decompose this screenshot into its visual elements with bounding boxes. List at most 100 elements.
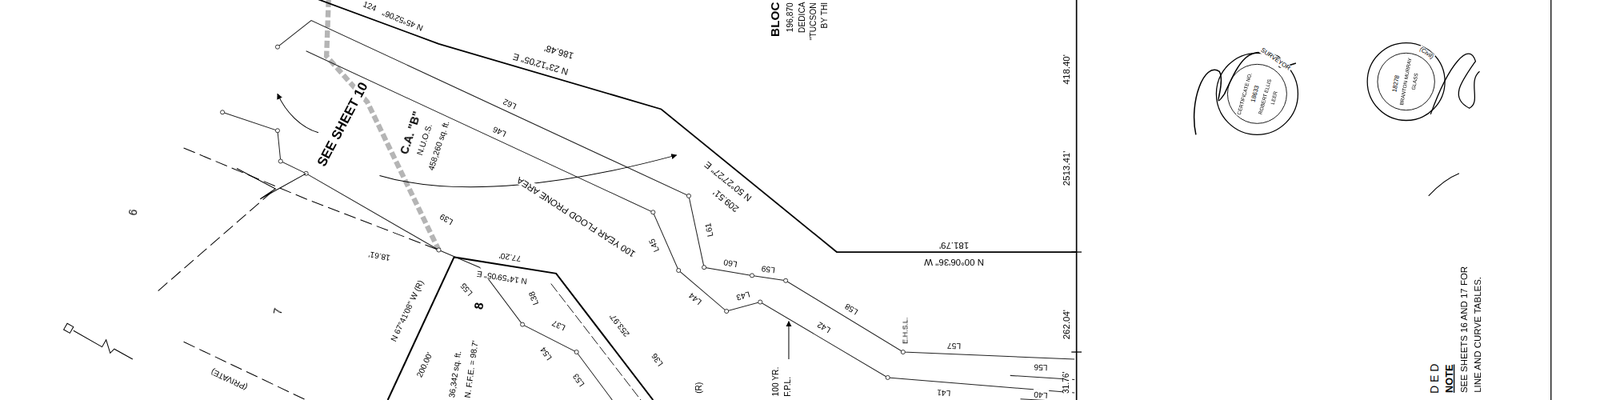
plat-label: L38 <box>528 288 542 307</box>
plat-label: L40 <box>1032 388 1049 400</box>
vertex <box>275 128 280 133</box>
plat-label: 200.00' <box>415 350 436 380</box>
plat-label: 8 <box>472 300 487 312</box>
plat-label: 100 YR. <box>772 365 781 397</box>
plat-label: "TUCSON <box>809 1 819 41</box>
vertex <box>676 268 681 272</box>
plat-label: BLOC <box>768 0 783 38</box>
signature <box>1430 53 1480 115</box>
flood-plain-line <box>1020 399 1076 400</box>
plat-label: N 00°06'36" W <box>923 256 985 267</box>
plat-label: 31.76' <box>1063 370 1072 395</box>
plat-label: L43 <box>734 288 752 302</box>
lot-line <box>388 256 654 400</box>
vertex <box>275 44 280 49</box>
plat-label: L55 <box>459 280 476 298</box>
easement-line <box>551 284 641 400</box>
vertex <box>651 210 656 215</box>
plat-label: L36 <box>649 350 666 368</box>
plat-label: L57 <box>946 340 963 350</box>
vertex <box>520 322 525 327</box>
plat-label: 418.40' <box>1062 53 1073 86</box>
plat-label: 6 <box>125 207 140 218</box>
plat-label: L54 <box>538 344 555 362</box>
plat-label: ROBERT ELLIS <box>1257 77 1273 116</box>
plat-label: LEER <box>1269 89 1280 106</box>
engineer-seal <box>1377 52 1435 110</box>
vertex <box>574 349 579 354</box>
plat-label: SEE SHEET 10 <box>314 79 372 170</box>
flood-plain-line <box>222 112 612 400</box>
leader-arrow <box>788 321 789 360</box>
dimension-tick <box>1071 351 1082 352</box>
vertex <box>686 193 691 198</box>
lot-line <box>184 148 440 251</box>
pen-mark <box>1428 173 1460 196</box>
plat-label: 262.04' <box>1062 308 1073 341</box>
plat-label: LINE AND CURVE TABLES. <box>1473 276 1484 394</box>
plat-label: 18278 <box>1391 73 1401 94</box>
vertex <box>749 273 754 278</box>
plat-label: E.H.S.L. <box>900 316 909 345</box>
vertex-markers <box>220 44 906 380</box>
plat-label: 100 YEAR FLOOD PRONE AREA <box>514 173 639 260</box>
plat-label: L45 <box>648 236 663 254</box>
plat-label: (PRIVATE) <box>208 365 250 392</box>
plat-label: L62 <box>501 96 520 111</box>
plat-label: BY THI <box>820 1 830 30</box>
plat-label: L59 <box>760 263 777 275</box>
boundary-line <box>306 0 1077 252</box>
engineer-seal <box>1367 43 1445 121</box>
plat-label: L37 <box>550 316 568 332</box>
vertex <box>724 308 729 313</box>
plat-label: 7 <box>270 306 284 317</box>
vertex <box>220 110 225 115</box>
plat-label: SURVEYOR <box>1258 46 1292 73</box>
vertex <box>278 159 283 164</box>
plat-label: 18.61' <box>367 248 393 262</box>
flood-plain-line <box>306 51 1075 393</box>
plat-label: SEE SHEETS 16 AND 17 FOR <box>1460 265 1471 395</box>
sheet-border <box>1550 0 1552 400</box>
plat-label: N 14°59'05" E <box>475 268 529 285</box>
plat-label: 253.97' <box>608 310 633 339</box>
break-line <box>73 330 133 360</box>
plat-label: L39 <box>437 210 456 227</box>
plat-label: NOTE <box>1443 363 1455 394</box>
plat-label: L44 <box>687 289 705 307</box>
lot-line <box>236 168 307 199</box>
monument-symbol <box>64 323 74 333</box>
private-road-line <box>184 341 307 400</box>
vertex <box>784 278 788 283</box>
plat-label: L61 <box>704 220 716 238</box>
plat-label: N. F.F.E. = 98.7' <box>464 339 481 400</box>
plat-label: D E D <box>1428 362 1441 395</box>
plat-label: BRANTON MURRAY <box>1399 56 1414 108</box>
plat-label: GLASS <box>1411 72 1420 92</box>
plat-label: (Civil) <box>1417 45 1436 62</box>
lot-lines <box>158 148 440 400</box>
plat-label: L60 <box>722 256 740 268</box>
plat-label: L58 <box>843 300 862 316</box>
plat-label: 18633 <box>1249 84 1261 104</box>
plat-label: DEDICA <box>798 0 808 34</box>
plat-label: N 67°41'08" W (R) <box>389 278 427 345</box>
plat-label: 186.48' <box>542 41 576 60</box>
plat-label: 181.79' <box>938 240 971 251</box>
boundary-line <box>1076 0 1078 400</box>
dimension-tick <box>1071 251 1082 252</box>
vertex <box>885 375 890 380</box>
plat-label: 77.20' <box>497 249 523 263</box>
plat-label: L56 <box>1032 361 1049 372</box>
plat-label: 36,342 sq. ft. <box>448 348 464 400</box>
direction-arrow <box>277 93 319 132</box>
lot-line <box>158 188 276 292</box>
vertex <box>436 248 441 252</box>
plat-label: 124 <box>360 0 379 15</box>
plat-label: L42 <box>815 318 834 335</box>
plat-label: N 45°52'06" <box>380 6 427 32</box>
surveyor-seal <box>1227 64 1287 124</box>
plat-label: 2513.41' <box>1062 149 1073 187</box>
plat-label: L46 <box>491 123 509 138</box>
